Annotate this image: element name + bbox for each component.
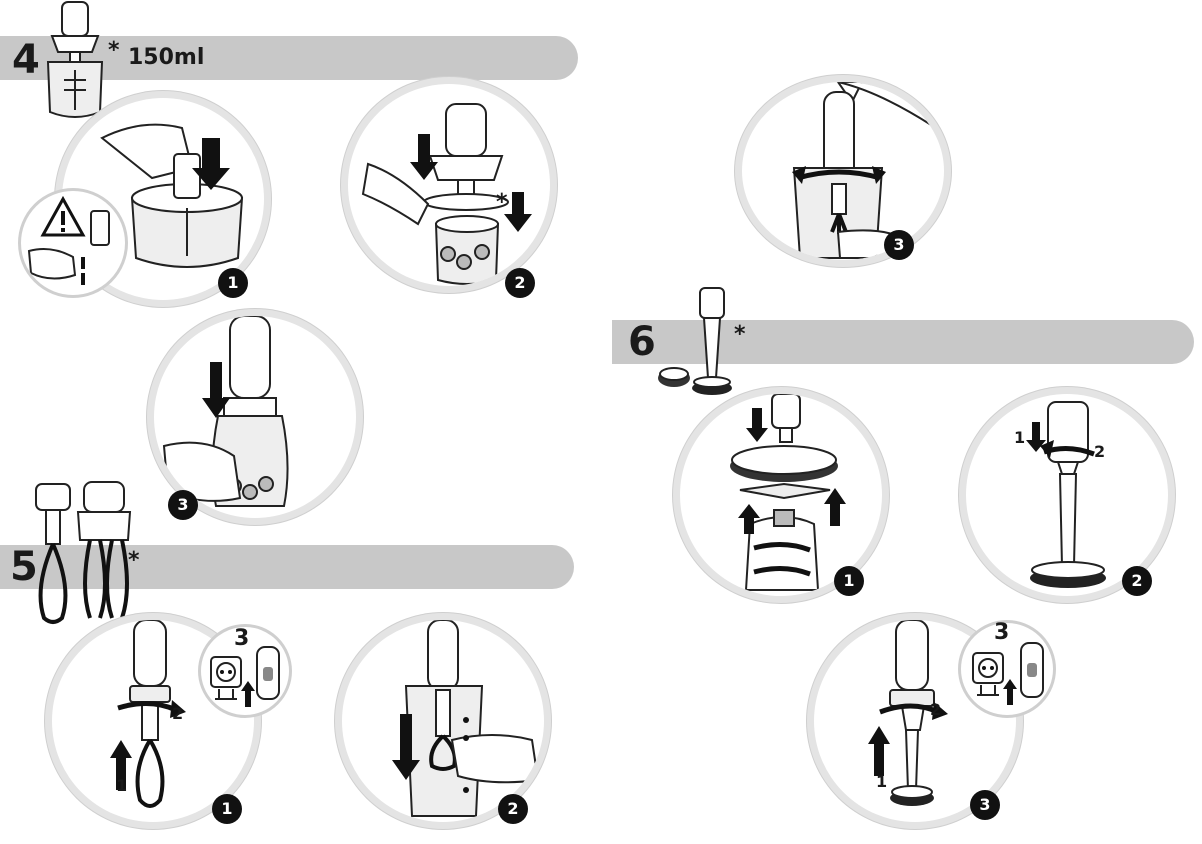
section-4-capacity: 150ml (128, 45, 205, 70)
warning-icon (40, 195, 86, 237)
step-4-2-star: * (496, 190, 508, 215)
step-4-3-illustration (154, 316, 356, 518)
section-4-number: 4 (12, 37, 40, 83)
whisk-attachments-illustration (32, 478, 132, 626)
step-6-3-badge: 3 (970, 790, 1000, 820)
power-plug-icon (210, 656, 242, 700)
step-6-3-plug-inset (958, 620, 1056, 718)
step-5-2-illustration (342, 620, 544, 822)
section-5-star: * (128, 548, 140, 573)
step-5-1-plug-inset (198, 624, 292, 718)
step-5-1-label-1: 1 (116, 776, 128, 795)
step-6-3-plug-step: 3 (994, 620, 1010, 645)
step-6-2-label-2: 2 (1094, 442, 1106, 461)
warning-inset (18, 188, 128, 298)
section-4-star: * (108, 38, 120, 63)
step-5-1-label-2: 2 (172, 704, 184, 723)
step-4-2-badge: 2 (505, 268, 535, 298)
section-5-band (0, 545, 574, 589)
step-5-1-badge: 1 (212, 794, 242, 824)
step-4-2-illustration (348, 84, 550, 286)
step-5-2-badge: 2 (498, 794, 528, 824)
step-5-1-plug-step: 3 (234, 626, 250, 651)
step-6-3-label-1: 1 (876, 772, 888, 791)
step-6-3-label-2: 2 (930, 700, 942, 719)
power-plug-icon (972, 652, 1004, 696)
section-6-number: 6 (628, 319, 656, 365)
step-6-2-badge: 2 (1122, 566, 1152, 596)
step-6-2-illustration (966, 394, 1168, 596)
top-right-step-illustration (742, 82, 944, 260)
blender-foot-illustration (656, 286, 736, 398)
section-6-star: * (734, 322, 746, 347)
step-4-3-badge: 3 (168, 490, 198, 520)
step-4-1-badge: 1 (218, 268, 248, 298)
chopper-bowl-illustration (44, 0, 106, 124)
step-6-1-illustration (680, 394, 882, 596)
top-right-step-badge: 3 (884, 230, 914, 260)
step-6-1-badge: 1 (834, 566, 864, 596)
step-6-2-label-1: 1 (1014, 428, 1026, 447)
section-5-number: 5 (10, 544, 38, 590)
